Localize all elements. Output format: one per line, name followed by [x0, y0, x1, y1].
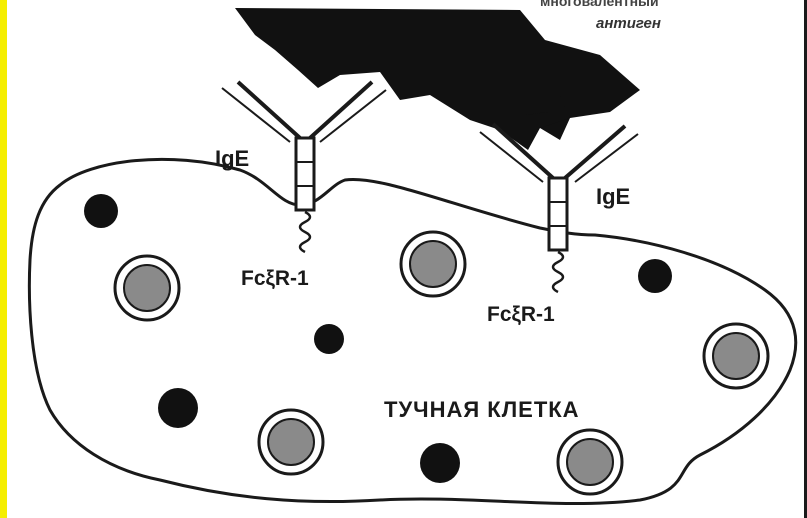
dark-granule: [314, 324, 344, 354]
dark-granule: [638, 259, 672, 293]
ige-label-right: IgE: [596, 184, 630, 210]
ringed-granule: [558, 430, 622, 494]
receptor-label-right: FcξR-1: [487, 303, 555, 327]
mast-cell-label: ТУЧНАЯ КЛЕТКА: [384, 397, 580, 423]
ige-label-left: IgE: [215, 146, 249, 172]
antigen-caption-top: многовалентный: [540, 0, 659, 9]
antigen-shape: [235, 8, 640, 150]
ringed-granule: [115, 256, 179, 320]
dark-granule: [158, 388, 198, 428]
ringed-granule: [259, 410, 323, 474]
ringed-granule: [401, 232, 465, 296]
receptor-label-left: FcξR-1: [241, 267, 309, 291]
dark-granule: [84, 194, 118, 228]
antigen-caption: антиген: [596, 15, 661, 32]
ringed-granule: [704, 324, 768, 388]
dark-granule: [420, 443, 460, 483]
cell-membrane: [29, 159, 795, 503]
